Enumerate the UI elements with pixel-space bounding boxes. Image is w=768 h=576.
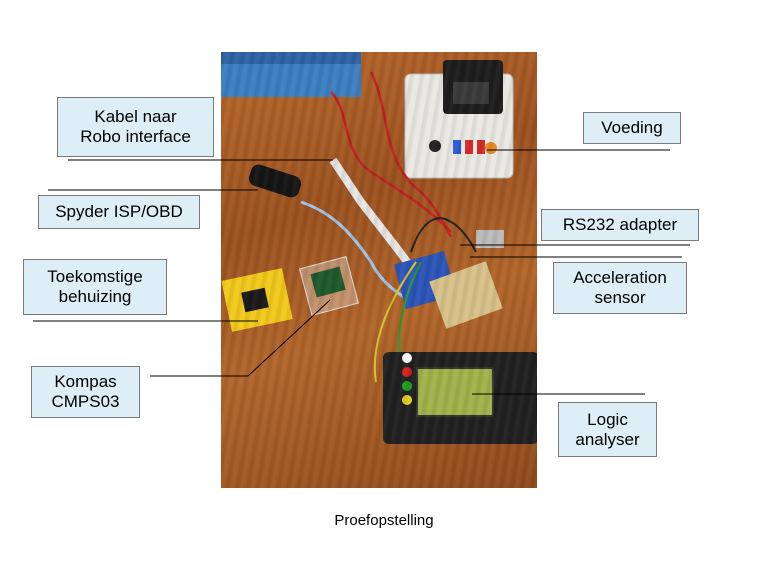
label-rs232-adapter: RS232 adapter — [541, 209, 699, 241]
setup-photo — [221, 52, 537, 488]
figure-caption: Proefopstelling — [334, 512, 434, 529]
setup-photo-drawing — [221, 52, 537, 444]
label-spyder-isp-obd: Spyder ISP/OBD — [38, 195, 200, 229]
label-voeding: Voeding — [583, 112, 681, 144]
